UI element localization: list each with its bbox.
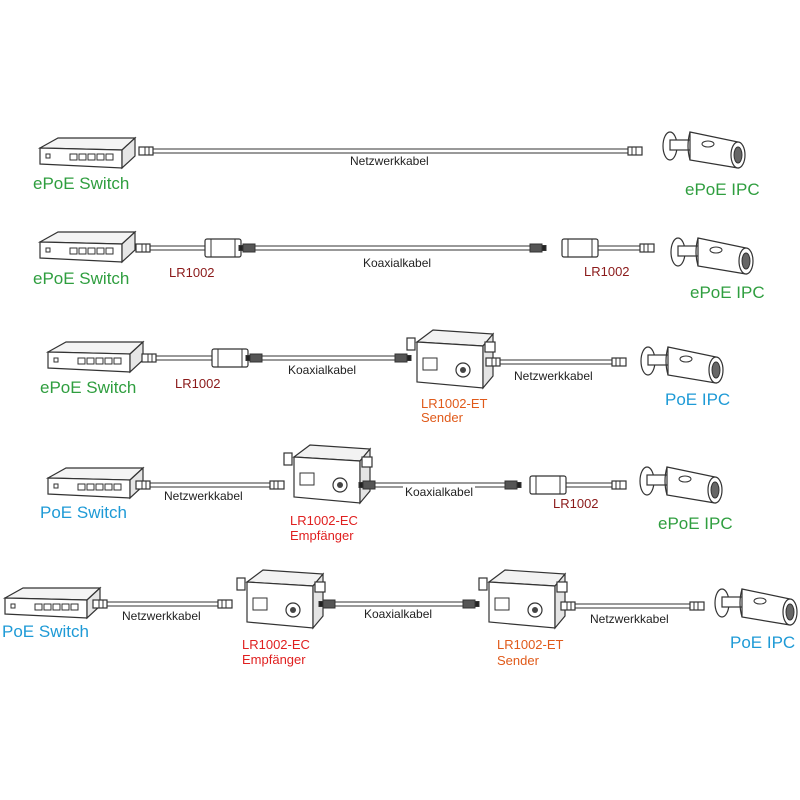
row5-camera-label: PoE IPC	[730, 633, 796, 652]
row3-camera-label: PoE IPC	[665, 390, 731, 409]
row4-lr1002-label: LR1002	[553, 496, 599, 511]
row1-network-cable-label: Netzwerkkabel	[348, 154, 431, 168]
row5-rj45-mid-right-icon	[560, 601, 576, 611]
row5-switch-label: PoE Switch	[2, 622, 89, 641]
row5-rj45-right-icon	[689, 601, 705, 611]
row3-sender-model-label: LR1002-ET	[421, 396, 488, 411]
row1-rj45-right-icon	[627, 146, 643, 156]
row3-switch-label: ePoE Switch	[40, 378, 137, 397]
row2-coax-cable-label: Koaxialkabel	[361, 256, 434, 270]
row4-bnc-left-icon	[358, 480, 376, 490]
row3-coax-cable	[262, 355, 395, 361]
row5-rj45-mid-left-icon	[217, 599, 233, 609]
row3-lr1002-icon	[211, 348, 249, 368]
row3-network-cable	[500, 359, 612, 365]
row5-camera-icon	[714, 588, 798, 626]
row2-rj45-left-icon	[135, 243, 151, 253]
row3-sender-role-label: Sender	[421, 410, 463, 425]
row3-camera-icon	[640, 346, 724, 384]
row4-coax-cable-label: Koaxialkabel	[403, 485, 476, 499]
row5-sender-icon	[478, 569, 568, 630]
row2-patch-cable-left	[150, 245, 205, 251]
row5-switch-icon	[2, 586, 102, 620]
row3-coax-cable-label: Koaxialkabel	[286, 363, 359, 377]
row4-rj45-right-icon	[269, 480, 285, 490]
row4-rj45-end-icon	[611, 480, 627, 490]
row5-coax-cable-label: Koaxialkabel	[362, 607, 435, 621]
row5-network-cable-left	[107, 601, 218, 607]
row2-bnc-left-icon	[238, 243, 256, 253]
row1-switch-icon	[37, 136, 137, 170]
row2-camera-icon	[670, 237, 754, 275]
row4-patch-cable	[566, 482, 612, 488]
row3-rj45-mid-icon	[485, 357, 501, 367]
row3-bnc-left-icon	[245, 353, 263, 363]
row3-switch-icon	[45, 340, 145, 374]
row5-sender-model-label: LR1002-ET	[497, 637, 564, 652]
row5-receiver-icon	[236, 569, 326, 630]
row4-network-cable	[150, 482, 270, 488]
row3-rj45-right-icon	[611, 357, 627, 367]
row2-bnc-right-icon	[529, 243, 547, 253]
row3-rj45-left-icon	[141, 353, 157, 363]
row5-bnc-right-icon	[462, 599, 480, 609]
row1-camera-icon	[662, 131, 746, 169]
row4-receiver-icon	[283, 444, 373, 505]
row4-switch-label: PoE Switch	[40, 503, 127, 522]
row2-camera-label: ePoE IPC	[690, 283, 765, 302]
row5-network-cable-left-label: Netzwerkkabel	[120, 609, 203, 623]
row3-network-cable-label: Netzwerkkabel	[512, 369, 595, 383]
row1-rj45-left-icon	[138, 146, 154, 156]
row1-camera-label: ePoE IPC	[685, 180, 760, 199]
row5-bnc-left-icon	[318, 599, 336, 609]
row2-lr1002-right-icon	[561, 238, 599, 258]
row2-lr1002-left-label: LR1002	[169, 265, 215, 280]
row4-camera-label: ePoE IPC	[658, 514, 733, 533]
row1-network-cable	[153, 148, 628, 154]
row2-patch-cable-right	[598, 245, 640, 251]
row3-patch-cable	[156, 355, 212, 361]
row3-sender-icon	[406, 329, 496, 390]
row5-coax-cable	[335, 601, 463, 607]
row4-switch-icon	[45, 466, 145, 500]
row2-rj45-right-icon	[639, 243, 655, 253]
row2-lr1002-left-icon	[204, 238, 242, 258]
row4-lr1002-icon	[529, 475, 567, 495]
row5-network-cable-right	[575, 603, 690, 609]
row1-switch-label: ePoE Switch	[33, 174, 130, 193]
row5-receiver-model-label: LR1002-EC	[242, 637, 310, 652]
row4-bnc-right-icon	[504, 480, 522, 490]
row4-network-cable-label: Netzwerkkabel	[162, 489, 245, 503]
row3-bnc-right-icon	[394, 353, 412, 363]
row4-receiver-model-label: LR1002-EC	[290, 513, 358, 528]
row2-lr1002-right-label: LR1002	[584, 264, 630, 279]
row2-switch-label: ePoE Switch	[33, 269, 130, 288]
row5-rj45-left-icon	[92, 599, 108, 609]
row5-receiver-role-label: Empfänger	[242, 652, 306, 667]
row2-switch-icon	[37, 230, 137, 264]
row2-coax-cable	[255, 245, 530, 251]
row4-receiver-role-label: Empfänger	[290, 528, 354, 543]
row4-camera-icon	[639, 466, 723, 504]
row3-lr1002-label: LR1002	[175, 376, 221, 391]
row4-rj45-left-icon	[135, 480, 151, 490]
row5-sender-role-label: Sender	[497, 653, 539, 668]
row5-network-cable-right-label: Netzwerkkabel	[588, 612, 671, 626]
